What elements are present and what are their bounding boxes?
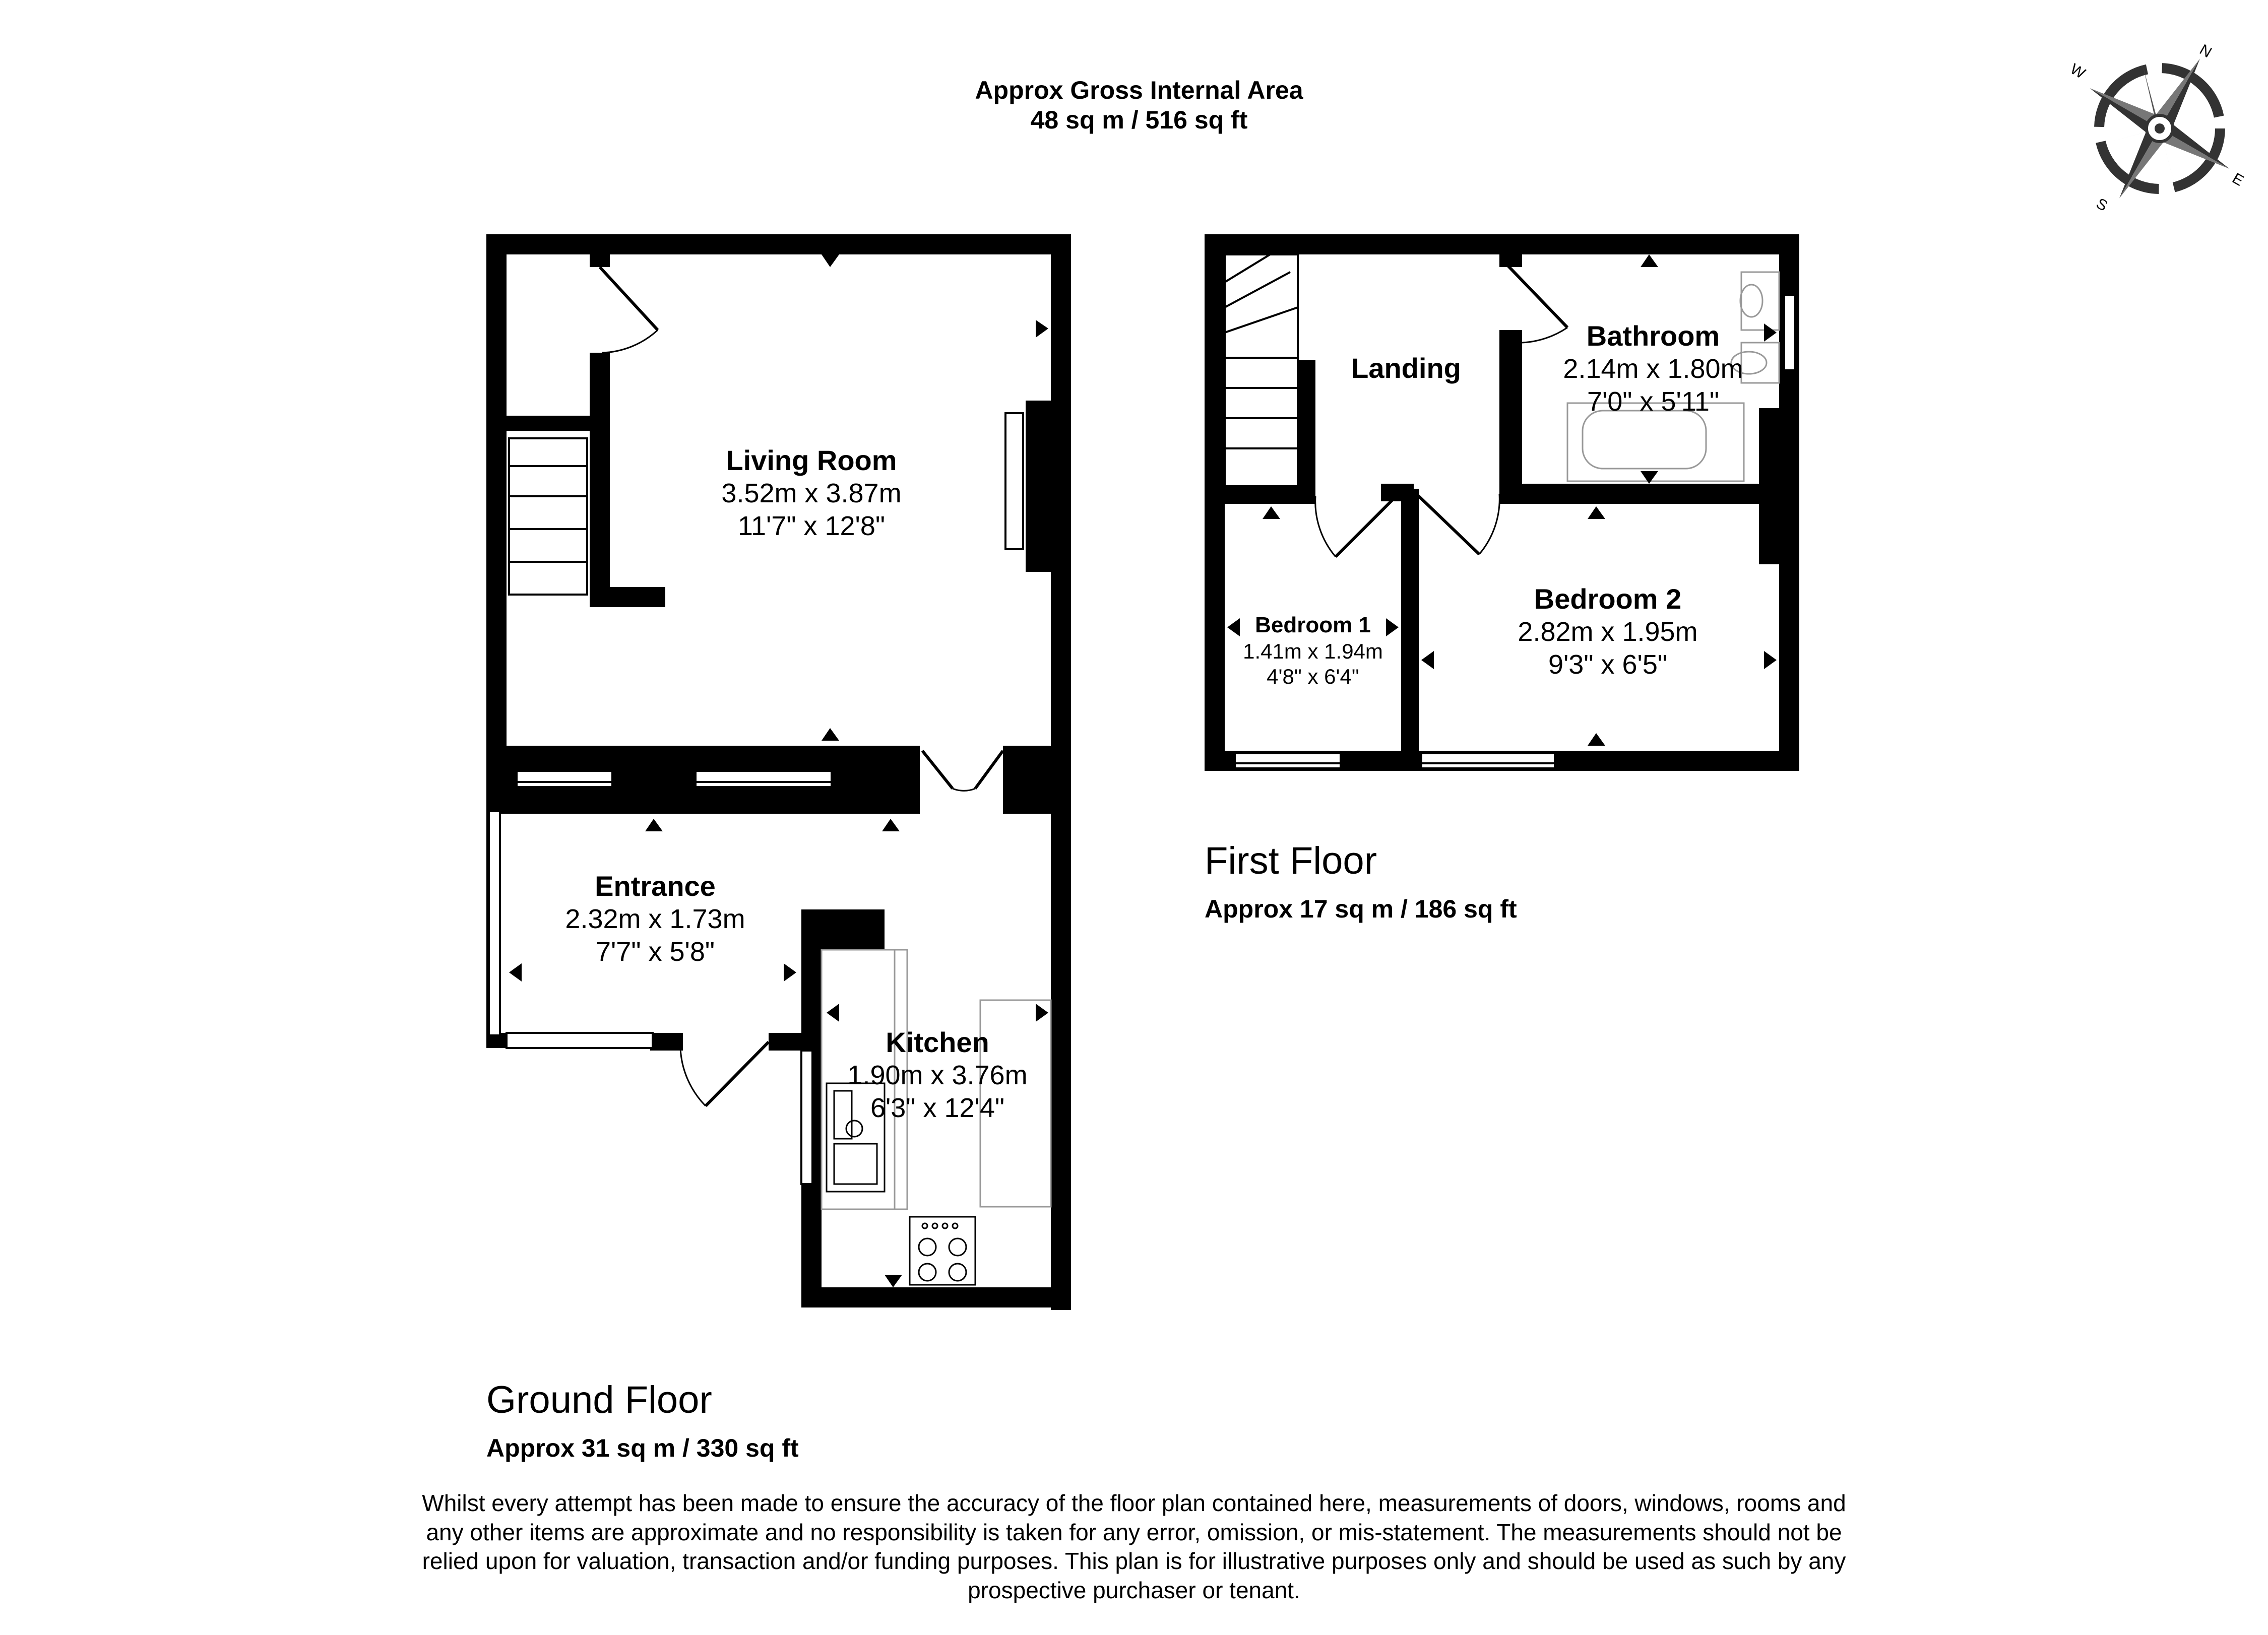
disclaimer-line: any other items are approximate and no r…	[426, 1519, 1842, 1545]
ground-floor-area: Approx 31 sq m / 330 sq ft	[486, 1434, 799, 1462]
gross-area-header: Approx Gross Internal Area 48 sq m / 516…	[837, 76, 1441, 135]
room-imperial: 7'0" x 5'11"	[1587, 386, 1720, 417]
room-name: Living Room	[726, 444, 897, 476]
disclaimer-line: prospective purchaser or tenant.	[968, 1577, 1300, 1603]
disclaimer-line: relied upon for valuation, transaction a…	[422, 1548, 1846, 1574]
room-imperial: 11'7" x 12'8"	[737, 510, 886, 541]
room-metric: 2.14m x 1.80m	[1563, 354, 1743, 384]
room-name: Bedroom 2	[1534, 583, 1682, 615]
room-imperial: 7'7" x 5'8"	[595, 936, 715, 967]
bathroom-fittings	[1566, 271, 1780, 482]
compass-rose	[2090, 58, 2230, 199]
first-floor-doors	[1314, 258, 1569, 558]
room-label-entrance: Entrance 2.32m x 1.73m 7'7" x 5'8"	[504, 869, 806, 968]
disclaimer-line: Whilst every attempt has been made to en…	[422, 1490, 1846, 1516]
room-name: Kitchen	[886, 1026, 989, 1058]
first-floor-title: First Floor	[1205, 839, 1377, 882]
room-imperial: 9'3" x 6'5"	[1548, 649, 1668, 680]
disclaimer: Whilst every attempt has been made to en…	[302, 1489, 1966, 1605]
room-name: Bedroom 1	[1255, 613, 1371, 637]
room-label-bathroom: Bathroom 2.14m x 1.80m 7'0" x 5'11"	[1517, 319, 1789, 418]
ground-floor-dimension-arrows	[509, 254, 1048, 1287]
room-metric: 3.52m x 3.87m	[721, 478, 902, 509]
room-label-landing: Landing	[1305, 351, 1507, 385]
first-floor-dimension-arrows	[1227, 254, 1777, 746]
room-metric: 1.41m x 1.94m	[1243, 639, 1383, 663]
room-name: Entrance	[595, 870, 716, 902]
room-label-kitchen: Kitchen 1.90m x 3.76m 6'3" x 12'4"	[786, 1025, 1089, 1125]
first-floor-area: Approx 17 sq m / 186 sq ft	[1205, 895, 1517, 923]
room-metric: 2.82m x 1.95m	[1518, 617, 1698, 647]
room-metric: 2.32m x 1.73m	[565, 904, 745, 935]
first-floor-stairs	[1224, 253, 1299, 487]
first-floor-windows	[1234, 294, 1796, 769]
room-label-living-room: Living Room 3.52m x 3.87m 11'7" x 12'8"	[660, 443, 963, 543]
ground-floor-title: Ground Floor	[486, 1379, 712, 1421]
first-floor-walls	[1205, 234, 1799, 771]
room-imperial: 6'3" x 12'4"	[870, 1092, 1005, 1123]
room-label-bedroom-1: Bedroom 1 1.41m x 1.94m 4'8" x 6'4"	[1225, 612, 1401, 690]
room-metric: 1.90m x 3.76m	[847, 1060, 1028, 1091]
ground-floor-windows	[488, 412, 1024, 1185]
room-label-bedroom-2: Bedroom 2 2.82m x 1.95m 9'3" x 6'5"	[1457, 582, 1759, 681]
kitchen-units	[821, 949, 1052, 1286]
room-name: Landing	[1351, 352, 1461, 384]
room-imperial: 4'8" x 6'4"	[1267, 665, 1359, 689]
ground-floor-doors	[598, 266, 1004, 1107]
room-name: Bathroom	[1586, 320, 1720, 352]
ground-floor-stairs	[508, 437, 588, 596]
gross-area-value: 48 sq m / 516 sq ft	[1030, 106, 1248, 134]
gross-area-title: Approx Gross Internal Area	[975, 76, 1303, 104]
